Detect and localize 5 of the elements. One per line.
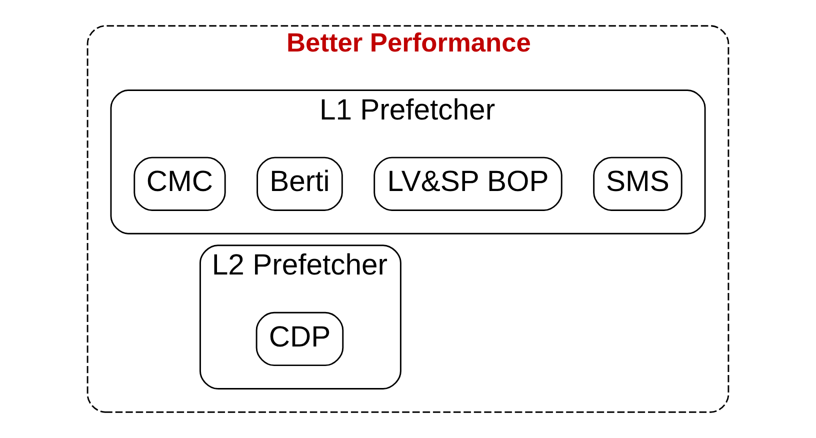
node-box: CDP [256,312,344,366]
node-box: CMC [134,156,226,211]
node-box: LV&SP BOP [374,156,562,211]
node-box: Berti [256,156,343,211]
node-box: SMS [593,156,682,211]
